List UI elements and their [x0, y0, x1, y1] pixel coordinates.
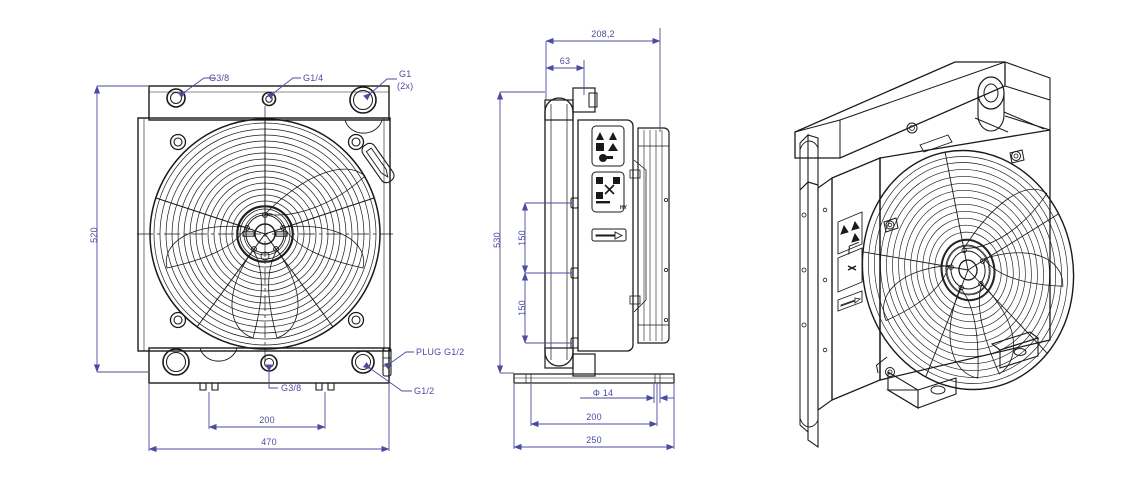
iso-fan-assembly — [848, 149, 1075, 391]
callout-g12: G1/2 — [414, 386, 434, 396]
iso-info-plate — [837, 247, 863, 293]
iso-fan-mounts — [883, 149, 1025, 377]
side-dim-150-lower — [521, 272, 572, 344]
front-dim-520-text: 520 — [89, 227, 99, 243]
front-dim-470-text: 470 — [261, 437, 277, 447]
side-dim-200-text: 200 — [586, 412, 602, 422]
side-core-panel — [577, 119, 634, 352]
port-return-circle — [162, 348, 190, 376]
iso-airflow-plate — [837, 290, 863, 312]
side-dim-2082-text: 208,2 — [591, 29, 615, 39]
callout-plug-g12: PLUG G1/2 — [416, 347, 464, 357]
side-dim-150-lower-text: 150 — [517, 300, 527, 316]
side-dim-63-text: 63 — [560, 56, 570, 66]
iso-mount-feet — [886, 331, 1040, 409]
front-core-body — [137, 117, 391, 352]
front-top-tank — [148, 85, 390, 134]
callout-g38-top: G3/8 — [209, 73, 229, 83]
front-dim-200 — [208, 392, 326, 431]
side-dim-150-upper-text: 150 — [517, 230, 527, 246]
side-dim-phi14 — [580, 384, 674, 403]
side-dim-250-text: 250 — [586, 435, 602, 445]
side-dim-530-text: 530 — [492, 232, 502, 248]
front-dim-height-520 — [93, 85, 148, 373]
callout-g1-top: G1 — [399, 69, 411, 79]
callout-g38-bottom: G3/8 — [281, 383, 301, 393]
side-info-plate: HY — [591, 171, 628, 213]
side-view: HY — [492, 28, 675, 451]
side-port-bottom — [572, 353, 596, 377]
side-dim-250 — [513, 384, 675, 451]
callout-g14-top: G1/4 — [303, 73, 323, 83]
port-g1-top-circle — [349, 86, 377, 114]
side-dim-200 — [530, 384, 658, 428]
svg-text:HY: HY — [620, 205, 628, 211]
side-dim-530 — [496, 91, 545, 374]
side-base-plate — [513, 373, 675, 384]
side-dim-150-upper — [521, 202, 572, 274]
side-dim-phi14-text: Φ 14 — [593, 388, 614, 398]
front-fan-assembly — [137, 106, 393, 362]
iso-rear-frame — [799, 133, 819, 449]
front-dim-200-text: 200 — [259, 415, 275, 425]
side-warning-plate — [591, 125, 625, 167]
front-view: G3/8 G1/4 G1 (2x) PLUG G1/2 G1/2 G3/8 52… — [89, 69, 464, 453]
port-g12-circle — [351, 350, 375, 374]
side-dim-63 — [545, 60, 585, 95]
front-dim-470 — [148, 384, 390, 453]
side-fan-profile — [629, 127, 670, 344]
front-airflow-plate — [361, 142, 395, 184]
callout-g1-top-qty: (2x) — [397, 81, 413, 91]
isometric-view — [794, 61, 1075, 449]
iso-core-panel — [879, 129, 1051, 381]
side-airflow-plate — [591, 228, 627, 242]
iso-top-rail — [794, 61, 1051, 159]
front-callout-leaders — [177, 77, 414, 392]
